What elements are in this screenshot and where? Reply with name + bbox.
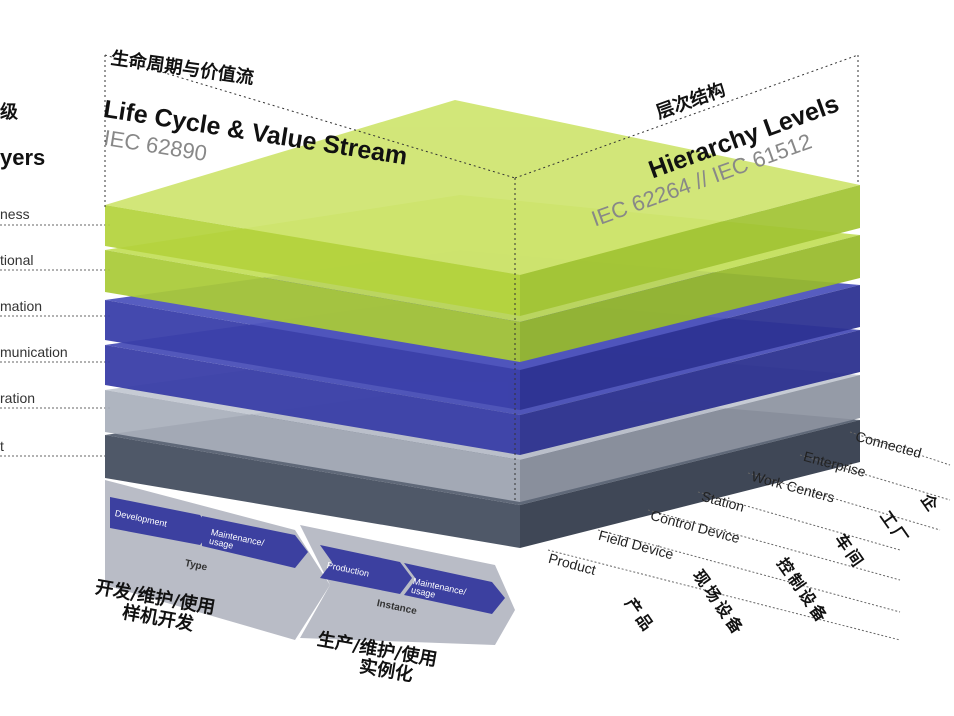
instance-stage2-chevron [404,563,505,614]
instance-stage1-chevron [320,545,412,594]
layer-label-communication: munication [0,344,68,360]
type-block [105,480,330,640]
type-stage1-chevron [110,497,212,545]
type-stage2-chevron [202,516,308,568]
left-axis-title: yers [0,145,46,170]
instance-block [300,525,515,645]
layer-label-information: mation [0,298,43,314]
layer-business [105,100,860,316]
cube-outline [104,54,859,500]
hierarchy-guide-lines [547,431,951,641]
layer-label-business: ness [0,206,30,222]
layer-label-integration: ration [0,390,36,406]
layer-label-asset: t [0,438,4,454]
left-axis-cn-title: 级 [0,102,18,123]
layer-label-functional: tional [0,252,34,268]
